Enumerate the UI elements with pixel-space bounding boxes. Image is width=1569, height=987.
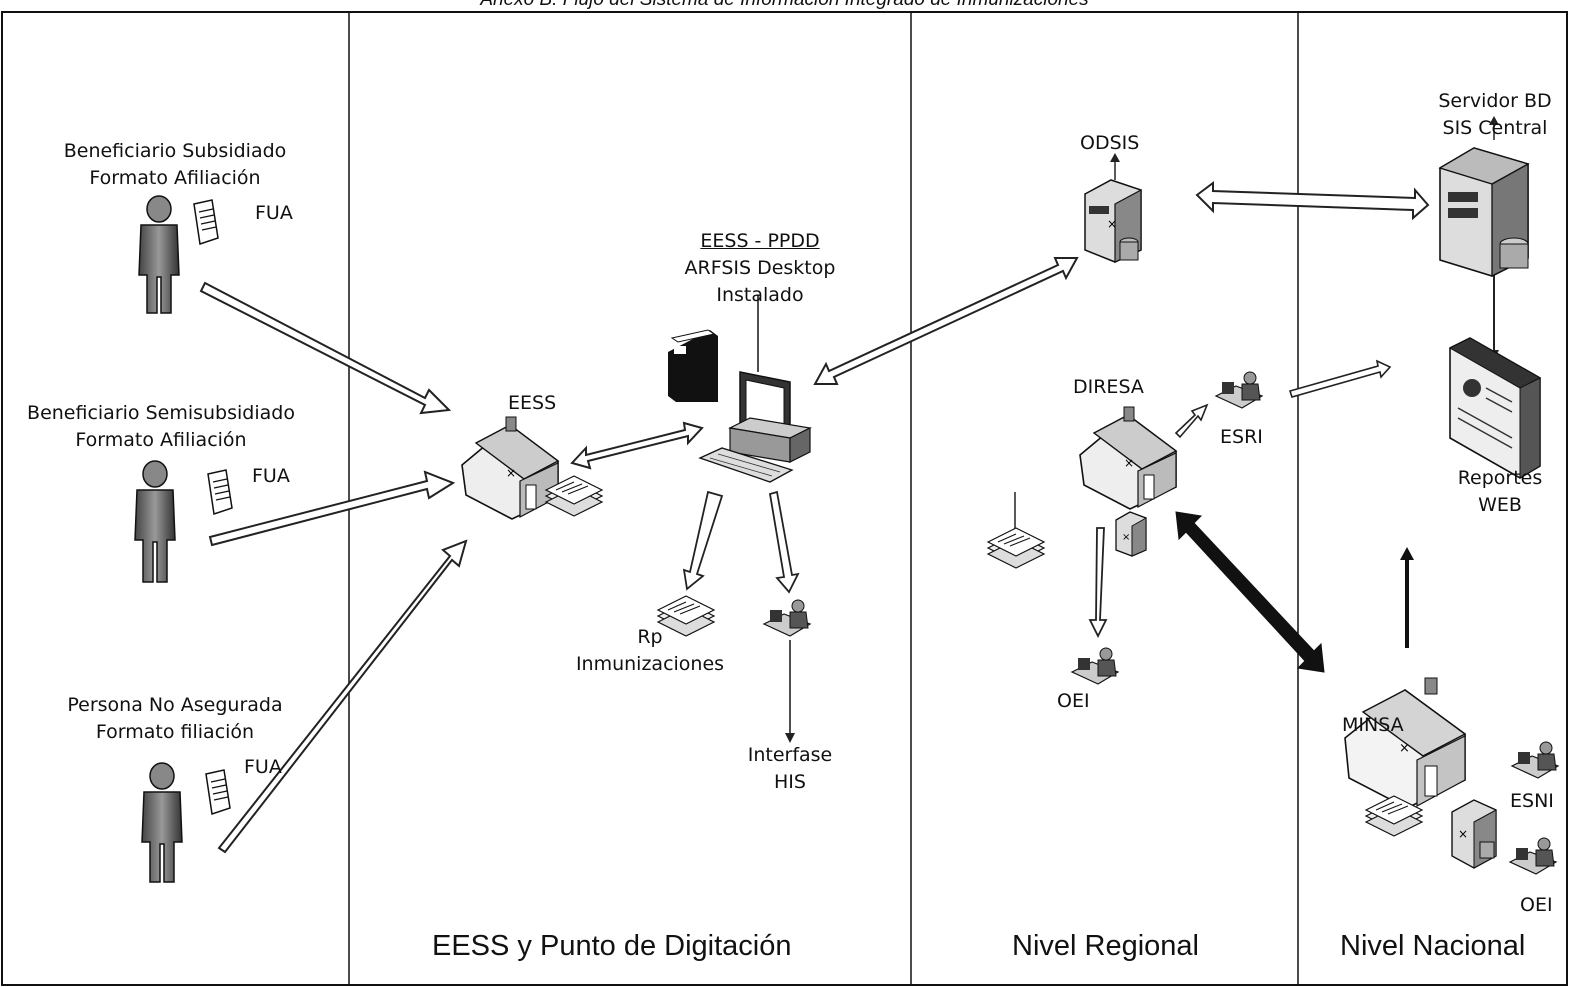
rp-report-stack-icon xyxy=(656,595,716,637)
actor-no-asegurada-line1: Persona No Asegurada xyxy=(67,694,283,716)
odsis-label: ODSIS xyxy=(1080,132,1140,154)
arrow-esri-reportes xyxy=(1288,359,1392,398)
arrow-pc-his xyxy=(768,490,800,594)
rp-label: Rp Inmunizaciones xyxy=(560,624,740,678)
server-line2: SIS Central xyxy=(1442,117,1548,139)
arrow-pc-odsis xyxy=(813,257,1079,385)
diagram-frame xyxy=(1,11,1568,986)
lane-eess-label: EESS y Punto de Digitación xyxy=(432,930,792,962)
esni-user-icon xyxy=(1510,741,1560,779)
arrow-pc-rp xyxy=(682,490,724,591)
actor-no-asegurada-line2: Formato filiación xyxy=(95,721,255,743)
ppdd-line2: ARFSIS Desktop xyxy=(684,257,836,279)
odsis-server-icon: × xyxy=(1084,179,1142,263)
svg-text:×: × xyxy=(1124,456,1134,470)
arrow-odsis-server xyxy=(1195,181,1430,221)
svg-text:×: × xyxy=(1107,217,1117,231)
ppdd-line3: Instalado xyxy=(716,284,804,306)
server-label: Servidor BD SIS Central xyxy=(1420,88,1569,142)
oei-regional-user-icon xyxy=(1070,647,1120,685)
oei-regional-label: OEI xyxy=(1057,690,1090,712)
document-icon xyxy=(207,469,233,515)
arrow-subsidiado-to-eess xyxy=(199,281,452,415)
ppdd-book-icon xyxy=(668,329,718,402)
arrow-diresa-esri xyxy=(1174,403,1209,439)
esri-user-icon xyxy=(1214,371,1264,409)
central-server-icon xyxy=(1438,147,1530,278)
actor-semisubsidiado-label: Beneficiario Semisubsidiado Formato Afil… xyxy=(16,400,306,454)
connector-his-head xyxy=(785,733,795,743)
reportes-line1: Reportes xyxy=(1457,467,1543,489)
his-label: Interfase HIS xyxy=(720,742,860,796)
diresa-label: DIRESA xyxy=(1073,376,1144,398)
esni-label: ESNI xyxy=(1510,790,1554,812)
fua-label: FUA xyxy=(244,756,282,778)
fua-label: FUA xyxy=(252,465,290,487)
person-semisubsidiado-icon xyxy=(134,460,176,583)
server-line1: Servidor BD xyxy=(1438,90,1552,112)
connector-server-label-head xyxy=(1489,116,1499,125)
person-no-asegurada-icon xyxy=(141,762,183,883)
eess-building-icon: × xyxy=(461,416,560,520)
arrow-semisubsidiado-to-eess xyxy=(208,470,456,547)
rp-line2: Inmunizaciones xyxy=(575,653,725,675)
minsa-server-icon: × xyxy=(1451,799,1497,869)
svg-text:×: × xyxy=(1399,741,1410,756)
lane-nacional-label: Nivel Nacional xyxy=(1340,930,1526,962)
minsa-label: MINSA xyxy=(1342,714,1404,736)
reportes-label: Reportes WEB xyxy=(1440,465,1560,519)
actor-no-asegurada-label: Persona No Asegurada Formato filiación xyxy=(40,692,310,746)
reportes-line2: WEB xyxy=(1478,494,1522,516)
actor-semisubsidiado-line1: Beneficiario Semisubsidiado xyxy=(27,402,295,424)
arrow-no-asegurada-to-eess xyxy=(217,539,468,854)
svg-text:×: × xyxy=(1458,827,1468,841)
oei-nacional-user-icon xyxy=(1508,837,1558,875)
oei-nacional-label: OEI xyxy=(1520,894,1553,916)
his-user-icon xyxy=(762,599,812,637)
arrow-diresa-oei xyxy=(1088,527,1108,639)
ppdd-label: EESS - PPDD ARFSIS Desktop Instalado xyxy=(660,228,860,309)
actor-subsidiado-label: Beneficiario Subsidiado Formato Afiliaci… xyxy=(40,138,310,192)
diagram-title: Anexo B: Flujo del Sistema de Informació… xyxy=(0,0,1569,12)
lane-regional-label: Nivel Regional xyxy=(1012,930,1199,962)
document-icon xyxy=(205,769,231,815)
arrow-eess-pc xyxy=(570,421,704,470)
report-stack-icon xyxy=(544,475,604,517)
his-line1: Interfase xyxy=(747,744,833,766)
fua-label: FUA xyxy=(255,202,293,224)
svg-text:×: × xyxy=(1122,532,1130,543)
ppdd-computer-icon xyxy=(698,371,812,483)
eess-label: EESS xyxy=(508,392,557,414)
actor-subsidiado-line2: Formato Afiliación xyxy=(89,167,261,189)
minsa-report-stack-icon xyxy=(1364,795,1424,837)
person-subsidiado-icon xyxy=(138,195,180,314)
arrow-minsa-reportes xyxy=(1400,547,1414,648)
actor-semisubsidiado-line2: Formato Afiliación xyxy=(75,429,247,451)
ppdd-line1: EESS - PPDD xyxy=(700,230,820,252)
diresa-server-icon: × xyxy=(1115,511,1147,557)
rp-line1: Rp xyxy=(637,626,663,648)
esri-label: ESRI xyxy=(1220,426,1263,448)
web-report-icon xyxy=(1448,337,1542,479)
diresa-building-icon: × xyxy=(1079,406,1178,510)
connector-odsis-label-head xyxy=(1110,153,1120,162)
minsa-building-icon: × xyxy=(1344,677,1467,809)
svg-text:×: × xyxy=(506,466,516,480)
diresa-report-stack-icon xyxy=(986,527,1046,569)
document-icon xyxy=(193,199,219,245)
actor-subsidiado-line1: Beneficiario Subsidiado xyxy=(63,140,287,162)
his-line2: HIS xyxy=(774,771,806,793)
arrow-diresa-minsa xyxy=(1175,511,1325,673)
